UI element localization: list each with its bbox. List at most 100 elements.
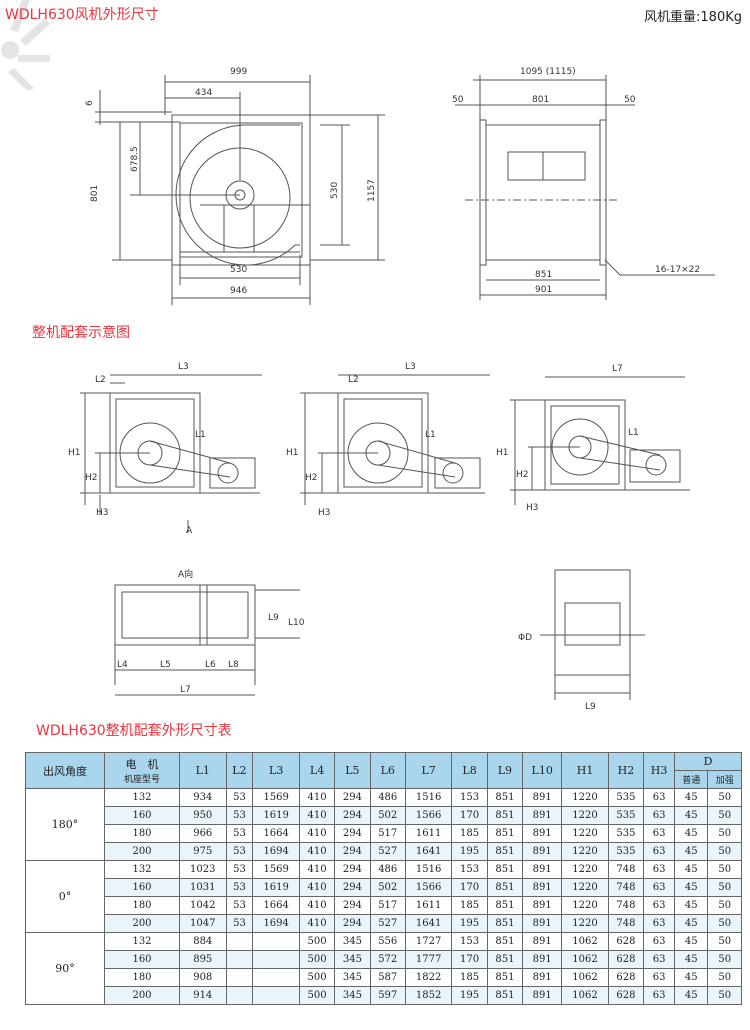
col-D: D — [674, 752, 742, 771]
table-cell: 63 — [643, 842, 676, 861]
table-cell: 294 — [334, 914, 371, 933]
table-cell: 153 — [451, 932, 488, 951]
table-cell — [225, 968, 254, 987]
table-cell: 195 — [451, 986, 488, 1005]
dim-6: 6 — [85, 100, 95, 106]
table-cell: 1062 — [561, 932, 609, 951]
table-cell: 53 — [225, 914, 254, 933]
table-cell: 195 — [451, 914, 488, 933]
table-cell: 345 — [334, 950, 371, 969]
table-cell: 53 — [225, 788, 254, 807]
table-cell: 410 — [298, 878, 336, 897]
table-subheader-row: 普通 加强 — [26, 770, 742, 789]
label-H3-c: H3 — [526, 503, 539, 513]
table-cell: 1220 — [561, 824, 609, 843]
table-cell: 628 — [607, 950, 645, 969]
dim-1095: 1095 (1115) — [520, 67, 576, 77]
table-cell: 1569 — [252, 860, 300, 879]
table-cell: 851 — [486, 896, 524, 915]
table-cell: 410 — [298, 914, 336, 933]
label-H3-b: H3 — [318, 508, 331, 518]
table-cell: 572 — [369, 950, 406, 969]
table-cell: 851 — [486, 842, 524, 861]
fan-front-view-drawing: 999 434 6 801 678.5 530 1157 530 946 — [85, 67, 385, 305]
table-cell: 50 — [707, 806, 742, 825]
table-cell: 1641 — [404, 842, 453, 861]
table-cell: 410 — [298, 806, 336, 825]
table-cell: 950 — [179, 806, 227, 825]
table-cell: 410 — [298, 860, 336, 879]
table-cell: 1062 — [561, 950, 609, 969]
assembly-section-title: 整机配套示意图 — [32, 325, 130, 341]
table-cell: 45 — [674, 788, 709, 807]
table-cell: 45 — [674, 896, 709, 915]
label-H1-c: H1 — [496, 448, 509, 458]
table-cell: 180 — [104, 824, 180, 843]
table-cell: 53 — [225, 824, 254, 843]
table-cell: 1516 — [404, 860, 453, 879]
table-cell: 45 — [674, 968, 709, 987]
table-cell: 851 — [486, 968, 524, 987]
table-cell: 185 — [451, 968, 488, 987]
table-cell: 1664 — [252, 824, 300, 843]
table-cell: 1031 — [179, 878, 227, 897]
table-cell: 170 — [451, 950, 488, 969]
table-cell: 1611 — [404, 824, 453, 843]
label-H1-b: H1 — [286, 448, 299, 458]
table-cell: 50 — [707, 932, 742, 951]
table-cell: 748 — [607, 878, 645, 897]
table-cell: 294 — [334, 878, 371, 897]
col-angle: 出风角度 — [25, 752, 105, 789]
table-cell: 851 — [486, 986, 524, 1005]
label-L1-c: L1 — [628, 428, 639, 438]
table-cell: 1220 — [561, 896, 609, 915]
angle-cell: 0° — [25, 860, 105, 933]
table-cell: 628 — [607, 968, 645, 987]
table-cell: 63 — [643, 968, 676, 987]
table-cell: 851 — [486, 788, 524, 807]
col-D-normal: 普通 — [674, 770, 709, 789]
table-cell: 53 — [225, 842, 254, 861]
table-cell: 500 — [298, 932, 336, 951]
table-cell: 587 — [369, 968, 406, 987]
table-cell: 500 — [298, 950, 336, 969]
col-L9: L9 — [486, 752, 524, 789]
table-cell: 748 — [607, 896, 645, 915]
dim-801-side: 801 — [532, 95, 549, 105]
label-H2-c: H2 — [516, 470, 529, 480]
col-L10: L10 — [522, 752, 563, 789]
table-cell: 1727 — [404, 932, 453, 951]
fan-weight: 风机重量:180Kg — [644, 10, 742, 25]
table-cell: 195 — [451, 842, 488, 861]
col-H3: H3 — [643, 752, 676, 789]
table-cell: 50 — [707, 950, 742, 969]
dim-999: 999 — [230, 67, 247, 77]
table-cell: 486 — [369, 788, 406, 807]
table-cell: 45 — [674, 986, 709, 1005]
label-L2-a: L2 — [95, 375, 106, 385]
dim-530-vertical: 530 — [330, 182, 340, 199]
table-cell: 851 — [486, 950, 524, 969]
table-cell: 851 — [486, 806, 524, 825]
label-H2-b: H2 — [305, 473, 318, 483]
label-L2-b: L2 — [348, 375, 359, 385]
table-cell: 170 — [451, 806, 488, 825]
table-cell: 748 — [607, 914, 645, 933]
table-cell: 294 — [334, 806, 371, 825]
col-motor-top: 电 机 — [125, 758, 159, 771]
col-L3: L3 — [252, 752, 300, 789]
table-cell: 891 — [522, 860, 563, 879]
table-cell: 345 — [334, 932, 371, 951]
table-cell: 45 — [674, 842, 709, 861]
table-cell: 1047 — [179, 914, 227, 933]
table-cell: 1694 — [252, 914, 300, 933]
table-cell: 851 — [486, 932, 524, 951]
table-cell: 50 — [707, 842, 742, 861]
